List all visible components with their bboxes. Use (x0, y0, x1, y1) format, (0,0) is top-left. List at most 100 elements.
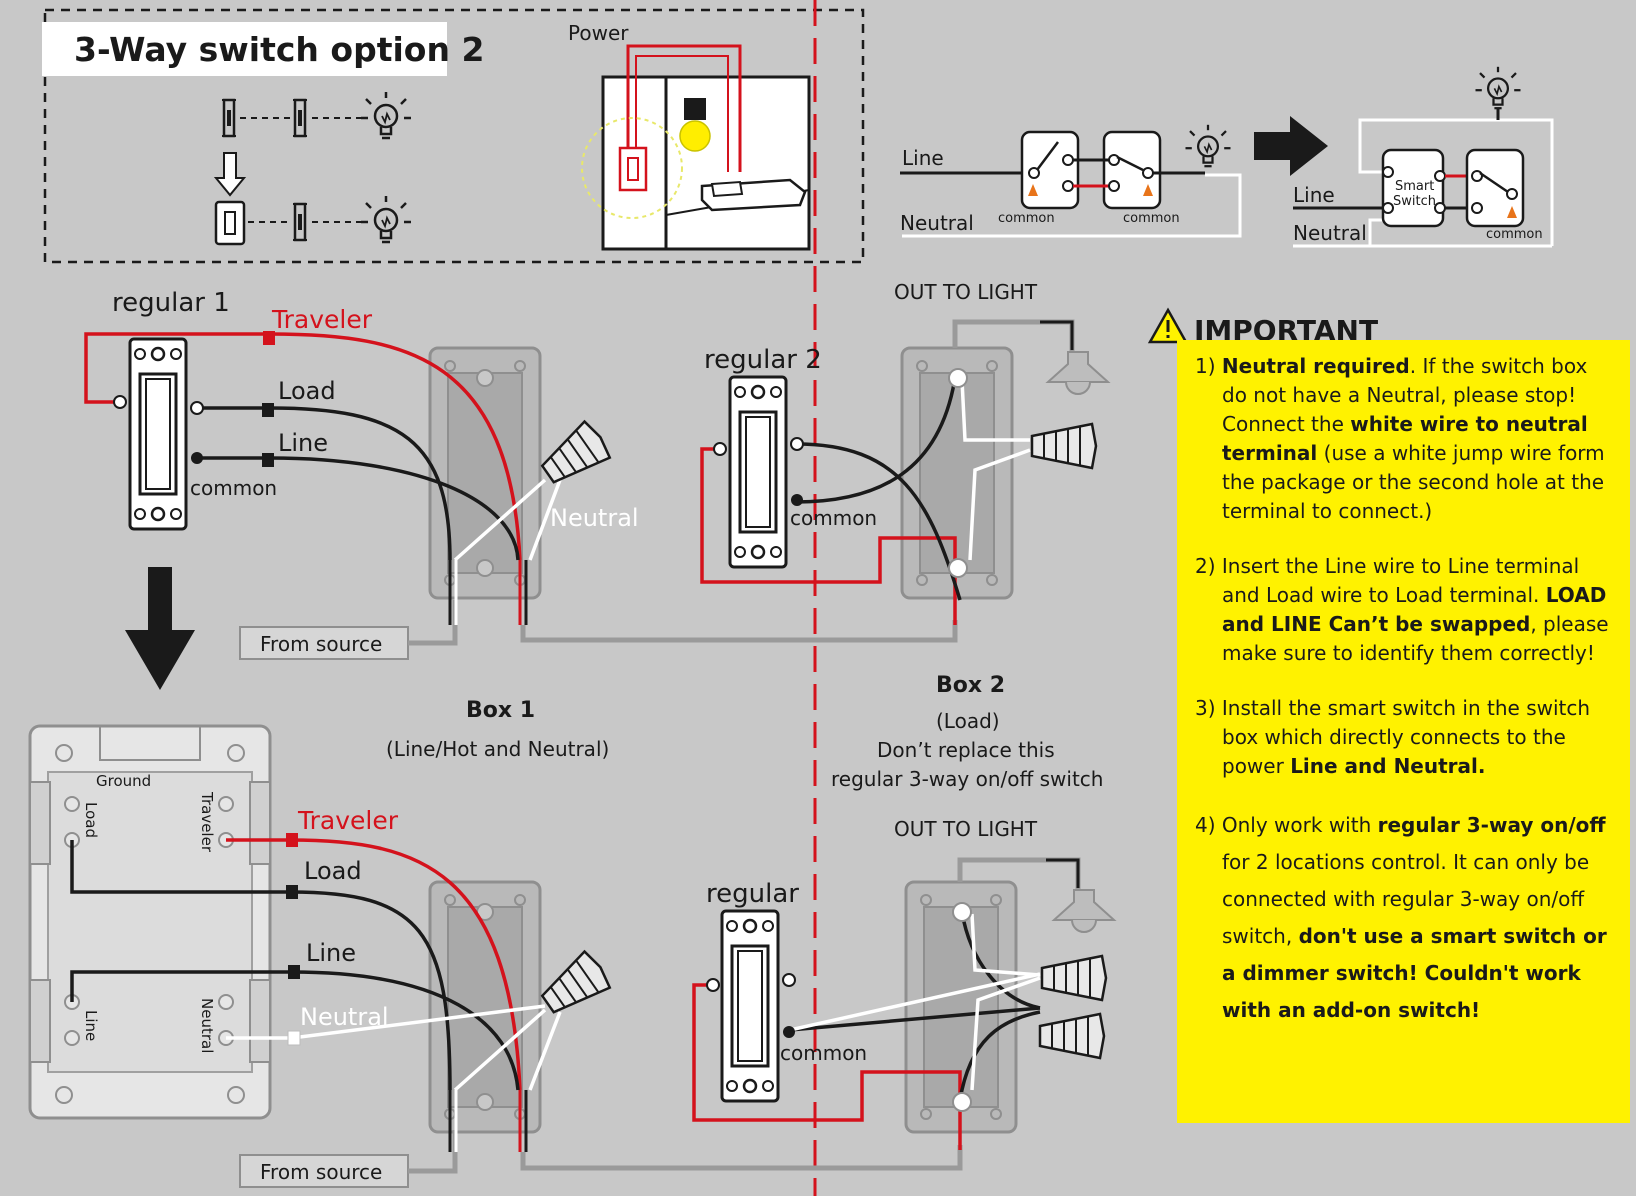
terminal-dot (1382, 202, 1394, 214)
schematic-neutral-label-after: Neutral (1293, 221, 1367, 245)
box-screw (948, 558, 968, 578)
module-side-tab (29, 979, 51, 1063)
line-label: Line (278, 429, 328, 457)
bulb-icon (359, 90, 413, 140)
black-wire (958, 1010, 1041, 1101)
from-source-box (239, 1154, 409, 1188)
common-label: common (1486, 227, 1543, 242)
terminal-dot (1142, 167, 1154, 179)
cable-gray-between (520, 1145, 963, 1171)
smart-load-wire (1358, 118, 1554, 246)
switch-screw (706, 978, 720, 992)
switch-screw (782, 973, 796, 987)
bulb-icon (1474, 65, 1522, 110)
switch-screw (790, 437, 804, 451)
from-source-box (239, 626, 409, 660)
terminal-hole (218, 796, 234, 812)
item-text: , please make sure to identify them corr… (1222, 612, 1609, 665)
schematic-line-label-after: Line (1293, 183, 1335, 207)
white-wire (789, 972, 1041, 1032)
mini-regular-switch-icon (220, 98, 238, 138)
switch-screw (713, 442, 727, 456)
module-side-tab (249, 979, 271, 1063)
item-bold: Neutral required (1221, 354, 1410, 378)
page-title: 3-Way switch option 2 (74, 30, 484, 69)
terminal-dot (1062, 154, 1074, 166)
regular-switch-icon (720, 909, 780, 1103)
smart-switch-module-inner (47, 771, 253, 1073)
ground-terminal-label: Ground (96, 772, 151, 790)
common-marker (1028, 184, 1038, 196)
neutral-wire (453, 1008, 547, 1092)
terminal-dot (1434, 202, 1446, 214)
item-bold: Line and Neutral. (1290, 754, 1486, 778)
wire-nut-icon (1040, 954, 1108, 1002)
source-cable-gray (408, 1130, 458, 1174)
wire-stripped-end (288, 965, 300, 979)
box1-subtitle: (Line/Hot and Neutral) (386, 737, 609, 761)
common-label: common (1123, 211, 1180, 226)
common-label: common (998, 211, 1055, 226)
neutral-wire (528, 479, 562, 561)
from-source-label: From source (260, 1160, 382, 1184)
common-label: common (780, 1041, 867, 1065)
terminal-hole (218, 994, 234, 1010)
wire-stripped-end (287, 1030, 301, 1046)
traveler-wire-red (226, 838, 522, 1091)
important-item-1: 1) Neutral required. If the switch box d… (1195, 352, 1616, 526)
white-wire (968, 448, 1031, 561)
cable-gray-between (520, 620, 958, 643)
smart-switch-label: Smart (1395, 179, 1434, 194)
item-number: 4) (1195, 813, 1216, 837)
traveler-label: Traveler (297, 806, 399, 835)
arrow-down-icon (213, 152, 247, 197)
item-text: Only work with (1221, 813, 1378, 837)
item-bold: regular 3-way on/off (1377, 813, 1606, 837)
load-label: Load (278, 377, 336, 405)
schematic-neutral-wire (902, 173, 1242, 238)
terminal-dot (1471, 170, 1483, 182)
item-number: 1) (1195, 354, 1216, 378)
switch-screw (113, 395, 127, 409)
switch-contact (1479, 171, 1509, 194)
from-source-label: From source (260, 632, 382, 656)
regular-2-label: regular 2 (704, 345, 822, 375)
regular-1-label: regular 1 (112, 288, 230, 318)
light-glow (581, 117, 683, 219)
terminal-dot (1108, 180, 1120, 192)
terminal-dot (1382, 166, 1394, 178)
item-text: Install the smart switch in the switch b… (1221, 696, 1591, 778)
item-text: (use a white jump wire form the package … (1222, 441, 1605, 523)
wire-stripped-end (262, 453, 274, 467)
important-item-2: 2) Insert the Line wire to Line terminal… (1195, 552, 1616, 668)
neutral-label: Neutral (300, 1003, 389, 1031)
switch-screw-common (791, 494, 803, 506)
terminal-dot (1434, 170, 1446, 182)
terminal-dot (1471, 202, 1483, 214)
wall-switch-icon (618, 146, 648, 192)
black-wire (795, 442, 962, 601)
box-screw (952, 902, 972, 922)
module-screw-hole (227, 744, 245, 762)
switch-contact (1116, 155, 1144, 172)
item-text: Insert the Line wire to Line terminal an… (1221, 554, 1580, 607)
out-to-light-label: OUT TO LIGHT (894, 817, 1038, 841)
terminal-dot (1028, 167, 1040, 179)
terminal-dot (1108, 154, 1120, 166)
smart-switch-box (1381, 148, 1445, 228)
line-wire (196, 456, 520, 561)
wall-switch-paddle (627, 157, 639, 181)
title-box (42, 22, 447, 76)
traveler-terminal-label: Traveler (198, 791, 216, 853)
white-wire (970, 913, 1041, 977)
item-bold: LOAD and LINE Can’t be swapped (1222, 583, 1607, 636)
module-side-tab (29, 781, 51, 865)
item-number: 3) (1195, 696, 1216, 720)
regular-switch-icon (728, 375, 788, 569)
bulb-icon (1184, 123, 1232, 168)
important-item-3: 3) Install the smart switch in the switc… (1195, 694, 1616, 781)
item-bold: white wire to neutral terminal (1222, 412, 1588, 465)
bulb-icon (359, 194, 413, 244)
wire-stripped-end (263, 331, 275, 345)
item-number: 2) (1195, 554, 1216, 578)
